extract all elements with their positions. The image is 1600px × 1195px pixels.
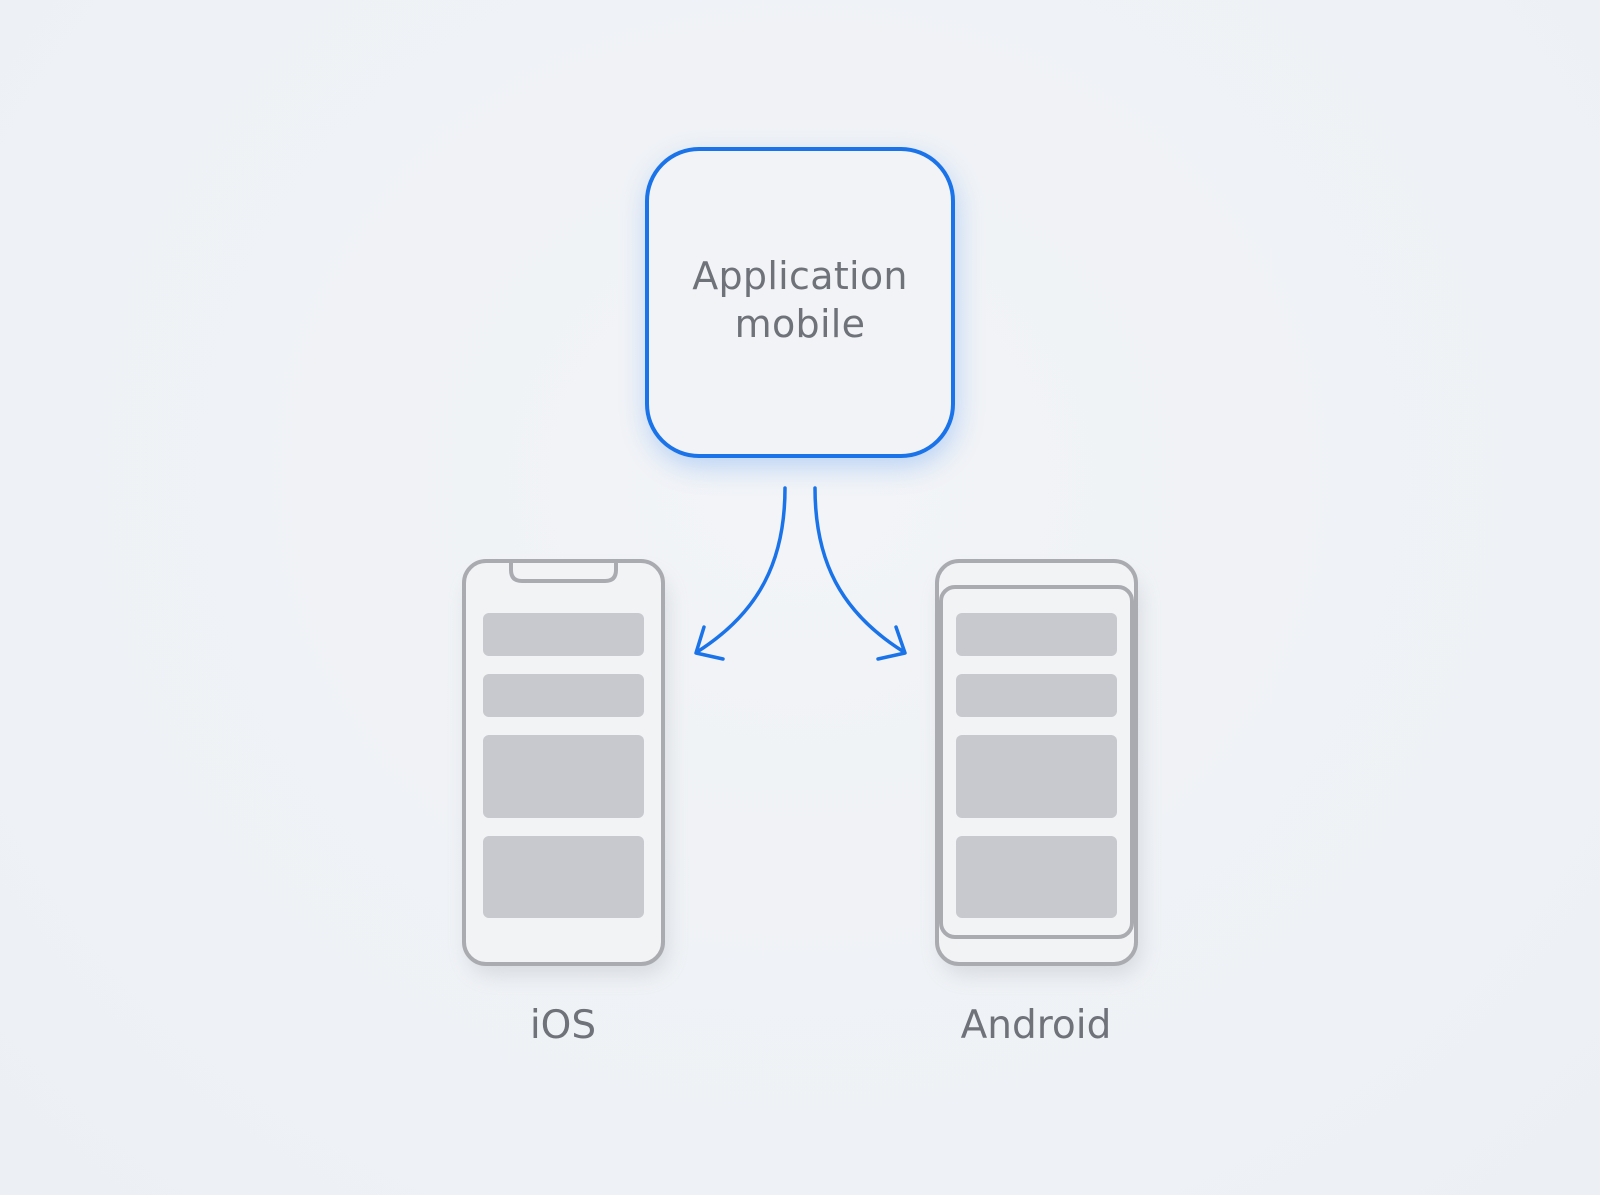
iphone-icon <box>462 559 668 975</box>
android-block-3 <box>956 735 1117 818</box>
app-node-label: Application mobile <box>647 252 953 348</box>
edge-to-android-arrowhead <box>876 625 907 661</box>
edge-to-ios-line <box>695 486 787 654</box>
android-block-4 <box>956 836 1117 918</box>
android-label: Android <box>960 1003 1112 1048</box>
app-node <box>645 147 956 466</box>
app-node-box <box>645 147 955 458</box>
edge-to-ios-arrowhead <box>694 625 725 661</box>
android-phone-icon <box>935 559 1141 975</box>
iphone-block-1 <box>483 613 644 656</box>
iphone-notch <box>509 562 618 583</box>
android-block-1 <box>956 613 1117 656</box>
edge-to-android <box>813 486 907 661</box>
iphone-block-3 <box>483 735 644 818</box>
android-block-2 <box>956 674 1117 717</box>
edge-to-ios <box>694 486 787 661</box>
app-node-label-line1: Application <box>692 254 908 298</box>
ios-label: iOS <box>529 1003 597 1048</box>
app-node-label-line2: mobile <box>734 302 866 346</box>
iphone-block-2 <box>483 674 644 717</box>
edge-to-android-line <box>813 486 906 654</box>
iphone-block-4 <box>483 836 644 918</box>
